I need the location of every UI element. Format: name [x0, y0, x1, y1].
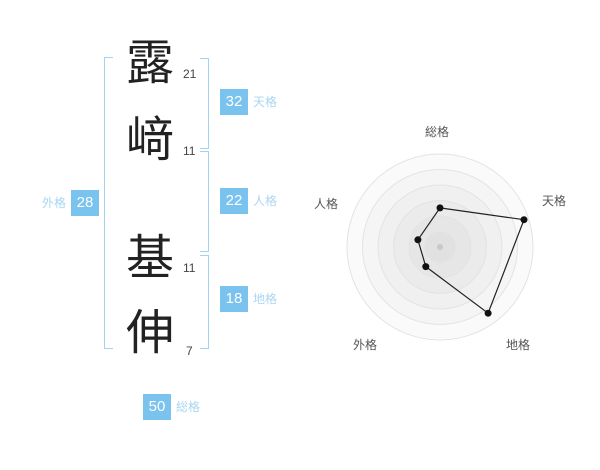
chikaku-bracket [200, 255, 209, 349]
jinkaku-bracket [200, 151, 209, 252]
radar-axis-jinkaku: 人格 [314, 196, 338, 211]
radar-axis-gaikaku: 外格 [353, 337, 377, 352]
radar-axis-chikaku: 地格 [506, 337, 530, 352]
jinkaku-value-box: 22 [220, 188, 248, 214]
radar-ring [346, 153, 534, 341]
radar-ring [377, 184, 503, 310]
radar-data-polygon [414, 204, 528, 317]
radar-ring [424, 231, 456, 263]
name-char: 基 [125, 230, 174, 286]
radar-chart: 総格 天格 地格 外格 人格 [314, 124, 566, 352]
stroke-count: 11 [183, 144, 196, 158]
radar-ring [393, 200, 487, 294]
chikaku-value-box: 18 [220, 286, 248, 312]
gaikaku-label: 外格 [42, 196, 67, 210]
stroke-count: 11 [183, 261, 196, 275]
tenkaku-label: 天格 [253, 95, 278, 109]
radar-axis-soukaku: 総格 [425, 124, 449, 139]
radar-ring [408, 215, 472, 279]
tenkaku-bracket [200, 58, 209, 149]
gaikaku-value-box: 28 [71, 190, 99, 216]
chikaku-label: 地格 [253, 292, 278, 306]
name-char: 﨑 [125, 112, 174, 168]
gaikaku-bracket [104, 57, 113, 349]
soukaku-value-box: 50 [143, 394, 171, 420]
jinkaku-label: 人格 [253, 194, 278, 208]
stroke-count: 7 [186, 344, 193, 358]
name-char: 露 [125, 35, 174, 91]
name-char: 伸 [125, 305, 174, 361]
radar-center-dot [437, 244, 443, 250]
soukaku-label: 総格 [176, 400, 201, 414]
radar-axis-tenkaku: 天格 [542, 193, 566, 208]
tenkaku-value-box: 32 [220, 89, 248, 115]
stroke-count: 21 [183, 67, 197, 81]
radar-ring [362, 169, 518, 325]
